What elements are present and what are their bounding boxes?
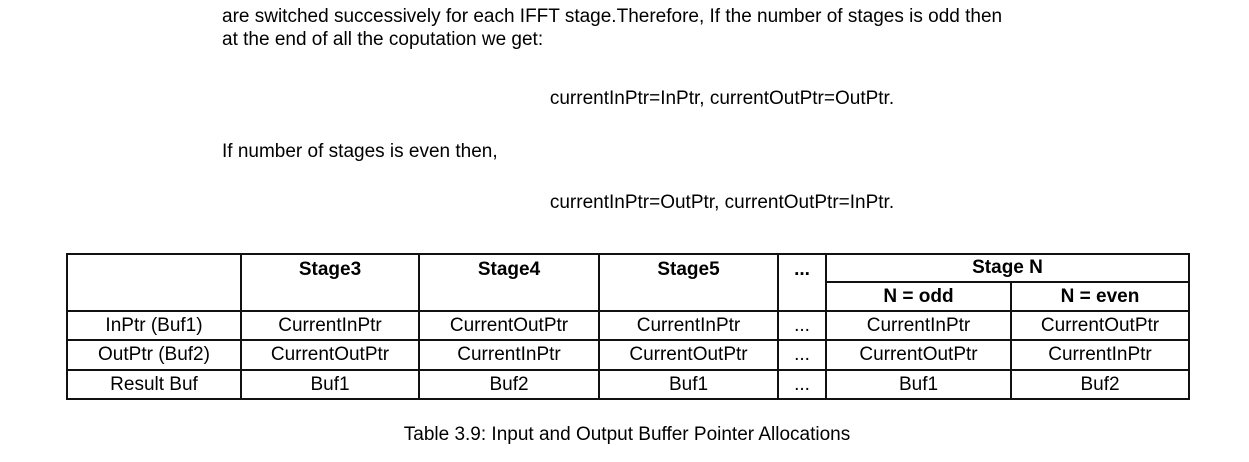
paragraph-stages-even: If number of stages is even then, (222, 141, 498, 162)
table-header-row-sub: N = odd N = even (67, 281, 1190, 312)
cell-result-ellipsis: ... (777, 369, 827, 400)
paragraph-stages-odd: are switched successively for each IFFT … (222, 5, 1234, 51)
equation-odd-stages: currentInPtr=InPtr, currentOutPtr=OutPtr… (549, 88, 895, 109)
row-label-outptr: OutPtr (Buf2) (66, 339, 242, 371)
cell-outptr-n-odd: CurrentOutPtr (825, 339, 1012, 371)
cell-outptr-stage3: CurrentOutPtr (240, 339, 420, 371)
table-header-row-top: Stage3 Stage4 Stage5 ... Stage N (66, 253, 1190, 312)
header-ellipsis: ... (777, 253, 827, 312)
table-row-inptr: InPtr (Buf1) CurrentInPtr CurrentOutPtr … (66, 310, 1190, 341)
buffer-pointer-table: Stage3 Stage4 Stage5 ... Stage N N = odd… (66, 253, 1190, 400)
cell-inptr-ellipsis: ... (777, 310, 827, 341)
header-stage4: Stage4 (418, 253, 600, 312)
header-stage3: Stage3 (240, 253, 420, 312)
cell-outptr-stage4: CurrentInPtr (418, 339, 600, 371)
header-blank-cell (66, 253, 242, 312)
header-stage5: Stage5 (598, 253, 779, 312)
table-row-result-buf: Result Buf Buf1 Buf2 Buf1 ... Buf1 Buf2 (66, 369, 1190, 400)
cell-result-n-even: Buf2 (1010, 369, 1190, 400)
row-label-result-buf: Result Buf (66, 369, 242, 400)
cell-inptr-n-odd: CurrentInPtr (825, 310, 1012, 341)
header-n-odd: N = odd (825, 281, 1012, 312)
equation-even-stages: currentInPtr=OutPtr, currentOutPtr=InPtr… (549, 192, 895, 213)
cell-result-n-odd: Buf1 (825, 369, 1012, 400)
cell-result-stage3: Buf1 (240, 369, 420, 400)
paragraph-line: at the end of all the coputation we get: (222, 29, 544, 50)
cell-inptr-n-even: CurrentOutPtr (1010, 310, 1190, 341)
header-stage-n: Stage N (825, 253, 1190, 283)
cell-result-stage5: Buf1 (598, 369, 779, 400)
cell-outptr-n-even: CurrentInPtr (1010, 339, 1190, 371)
cell-inptr-stage5: CurrentInPtr (598, 310, 779, 341)
table-row-outptr: OutPtr (Buf2) CurrentOutPtr CurrentInPtr… (66, 339, 1190, 371)
cell-outptr-stage5: CurrentOutPtr (598, 339, 779, 371)
cell-inptr-stage4: CurrentOutPtr (418, 310, 600, 341)
cell-inptr-stage3: CurrentInPtr (240, 310, 420, 341)
table-caption: Table 3.9: Input and Output Buffer Point… (403, 424, 851, 445)
cell-outptr-ellipsis: ... (777, 339, 827, 371)
header-n-even: N = even (1010, 281, 1190, 312)
paragraph-line: are switched successively for each IFFT … (222, 6, 1003, 27)
cell-result-stage4: Buf2 (418, 369, 600, 400)
row-label-inptr: InPtr (Buf1) (66, 310, 242, 341)
